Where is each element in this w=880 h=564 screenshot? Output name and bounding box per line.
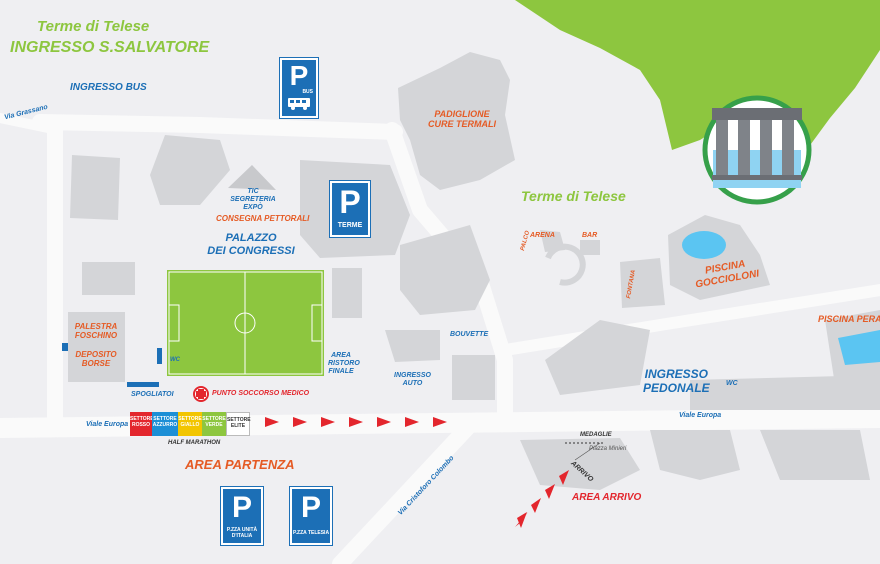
area-arrivo-label: AREA ARRIVO: [572, 492, 642, 503]
sector-azzurro-line2: AZZURRO: [152, 421, 178, 428]
parking-terme-sign: P TERME: [330, 181, 370, 237]
palestra-line1: PALESTRA: [74, 322, 118, 331]
sector-elite-line1: SETTORE: [227, 417, 251, 423]
red-cross-icon: [193, 386, 209, 402]
piscina-goccioloni-pool: [682, 231, 726, 259]
parking-telesia-letter: P: [300, 491, 321, 524]
padiglione-line1: PADIGLIONE: [434, 109, 490, 119]
title-ingresso-salvatore: INGRESSO S.SALVATORE: [10, 39, 210, 56]
deposito-label: DEPOSITO BORSE: [71, 350, 121, 368]
sector-rosso-line2: ROSSO: [131, 421, 151, 428]
road-east: [499, 284, 880, 356]
parking-telesia-sign: P P.ZZA TELESIA: [290, 487, 332, 545]
viale-europa-east-label: Viale Europa: [679, 412, 722, 419]
arena-label: ARENA: [530, 232, 555, 239]
parking-terme-sub: TERME: [337, 222, 363, 229]
bus-icon: [288, 97, 310, 110]
parking-unita-sub-line1: P.ZZA UNITÀ: [226, 527, 258, 533]
tic-line1: TIC: [247, 188, 259, 195]
palazzo-label: PALAZZO DEI CONGRESSI: [206, 232, 296, 257]
half-marathon-label: HALF MARATHON: [168, 440, 221, 446]
padiglione-line2: CURE TERMALI: [428, 119, 496, 130]
consegna-label: CONSEGNA PETTORALI: [216, 214, 310, 223]
sector-giallo: SETTORE GIALLO: [178, 412, 202, 436]
wc-marker: [157, 348, 162, 364]
parking-bus-sign: P BUS: [280, 58, 318, 118]
area-ristoro-line3: FINALE: [328, 368, 354, 376]
wc-label: WC: [170, 357, 180, 363]
palestra-label: PALESTRA FOSCHINO: [71, 322, 121, 340]
arrivo-approach-line: [574, 442, 601, 461]
palestra-line2: FOSCHINO: [74, 331, 118, 341]
ingresso-auto-line1: INGRESSO: [394, 372, 431, 379]
road-diagonal-west: [0, 113, 53, 133]
ingresso-bus-label: INGRESSO BUS: [70, 82, 147, 93]
sector-giallo-line2: GIALLO: [180, 421, 200, 428]
tic-tent: [228, 165, 276, 190]
piscina-pera-pool: [838, 330, 880, 365]
ingresso-auto-line2: AUTO: [402, 380, 423, 388]
parking-terme-letter: P: [339, 184, 361, 220]
ingresso-auto-label: INGRESSO AUTO: [394, 372, 431, 388]
sector-elite-line2: ELITE: [230, 422, 246, 429]
colonnade-icon: [702, 95, 812, 205]
parking-bus-sub: BUS: [302, 89, 313, 95]
palazzo-line1: PALAZZO: [225, 232, 277, 244]
punto-soccorso-label: PUNTO SOCCORSO MEDICO: [212, 390, 310, 397]
piscina-pera-label: PISCINA PERA: [818, 314, 880, 324]
park-area: [515, 0, 880, 150]
sector-verde-line2: VERDE: [205, 421, 223, 428]
deposito-line1: DEPOSITO: [75, 350, 117, 359]
area-ristoro-line2: RISTORO: [328, 360, 360, 368]
tic-line3: EXPÒ: [243, 204, 263, 212]
spogliatoi-label: SPOGLIATOI: [131, 391, 174, 398]
parking-bus-letter: P: [289, 60, 309, 91]
sector-verde-line1: SETTORE: [202, 416, 226, 422]
sector-verde: SETTORE VERDE: [202, 412, 226, 436]
sector-azzurro-line1: SETTORE: [153, 416, 177, 422]
ingresso-pedonale-line1: INGRESSO: [644, 367, 709, 381]
ingresso-pedonale-line2: PEDONALE: [643, 380, 710, 395]
sector-azzurro: SETTORE AZZURRO: [152, 412, 178, 436]
road-via-cristoforo: [332, 417, 478, 564]
area-ristoro-label: AREA RISTORO FINALE: [328, 352, 360, 376]
ingresso-pedonale-label: INGRESSO PEDONALE: [643, 367, 710, 396]
palazzo-line2: DEI CONGRESSI: [207, 244, 295, 257]
road-north: [32, 114, 403, 140]
football-field: [167, 270, 324, 376]
medaglie-label: MEDAGLIE: [580, 432, 612, 438]
wc-east-label: WC: [726, 380, 738, 387]
triangle-arrow-icon: [265, 417, 569, 528]
tic-label: TIC SEGRETERIA EXPÒ: [230, 188, 276, 212]
area-partenza-label: AREA PARTENZA: [185, 457, 295, 472]
sector-giallo-line1: SETTORE: [178, 416, 202, 422]
parking-unita-sub-line2: D'ITALIA: [231, 532, 253, 539]
sector-elite: SETTORE ELITE: [226, 412, 251, 436]
title-terme: Terme di Telese: [37, 18, 150, 35]
spogliatoi-marker: [127, 382, 159, 387]
deposito-marker: [62, 343, 68, 351]
bar-label: BAR: [582, 232, 598, 239]
sector-rosso: SETTORE ROSSO: [130, 412, 154, 436]
arena-shape: [545, 243, 586, 286]
piazza-minieri-label: Piazza Minieri: [589, 446, 627, 452]
area-ristoro-line1: AREA: [331, 352, 351, 359]
terme-center-label: Terme di Telese: [521, 188, 626, 204]
sector-rosso-line1: SETTORE: [130, 416, 154, 422]
parking-unita-letter: P: [231, 491, 252, 524]
padiglione-label: PADIGLIONE CURE TERMALI: [428, 109, 496, 130]
bouvette-label: BOUVETTE: [450, 331, 489, 338]
deposito-line2: BORSE: [81, 359, 111, 369]
parking-telesia-sub: P.ZZA TELESIA: [292, 530, 330, 536]
viale-europa-west-label: Viale Europa: [86, 421, 129, 428]
parking-unita-sign: P P.ZZA UNITÀ D'ITALIA: [221, 487, 263, 545]
tic-line2: SEGRETERIA: [230, 196, 276, 204]
